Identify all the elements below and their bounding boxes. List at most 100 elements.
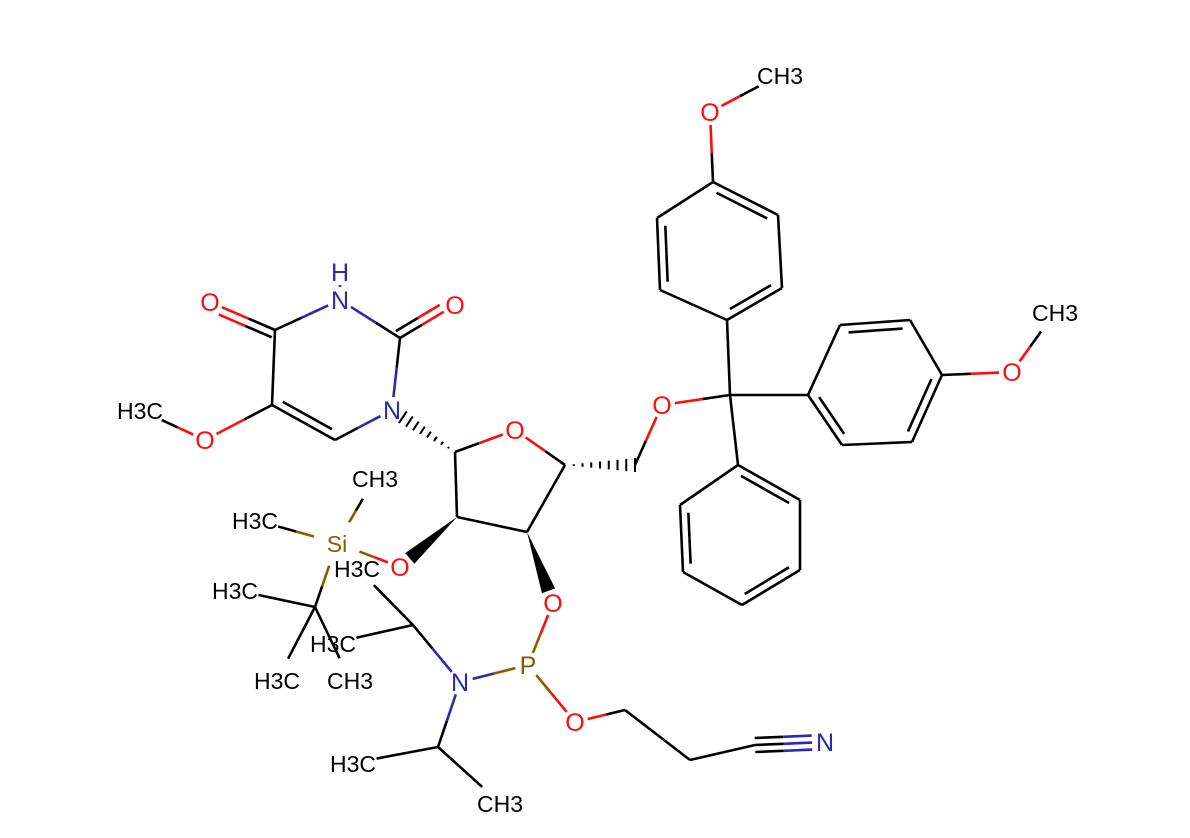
bond-A4-Cq [727, 357, 732, 396]
atom-label-O4u: O [200, 289, 219, 317]
bond-O5u-Me5 [176, 426, 194, 436]
bond-C5u-C6u-second [282, 400, 309, 417]
bond-A1-A2 [744, 197, 779, 217]
bond-C6-C1 [679, 483, 710, 507]
bond-C4u-O4u-second [218, 313, 246, 328]
bond-tC-tMe2 [300, 606, 317, 634]
bond-OMe1_O-A1 [709, 124, 714, 154]
bond-O2-Me2 [1029, 330, 1043, 348]
bond-O5-C5p [644, 416, 658, 442]
bond-B4-B5 [925, 374, 944, 410]
bond-Ca-Cb [624, 708, 659, 737]
bond-OMe1_O-A1 [710, 153, 715, 183]
bond-tC-tMe2 [286, 632, 303, 660]
bond-P-Op [550, 692, 568, 713]
atom-label-tMe1: H3C [212, 578, 258, 604]
bond-C4u-O4u [221, 305, 249, 320]
atom-label-N: N [451, 669, 469, 697]
bond-Cb-Cc [689, 751, 723, 762]
bond-A5-A6 [657, 253, 662, 291]
bond-C1p-N1-hash [412, 420, 420, 431]
bond-B2-B3-second [875, 327, 903, 332]
bond-tC-tMe1 [258, 593, 288, 603]
bond-B6-B1-second [818, 396, 833, 417]
bond-B4-B5 [910, 407, 929, 443]
bond-C3-C4 [770, 568, 801, 589]
bond-iC2-iMe3 [407, 745, 439, 755]
bond-C2p-C3p [456, 515, 493, 526]
bond-C1p-N1-hash [405, 415, 414, 428]
bond-B3-B4 [908, 319, 928, 349]
bond-iC1-iMe2 [384, 623, 414, 633]
bond-C1p-C2p [454, 484, 459, 518]
bond-C4u-O4u-second [244, 324, 273, 339]
bond-C5-C6-second [687, 512, 691, 539]
atom-label-SiMe2: H3C [232, 508, 278, 534]
bond-N-iC2 [436, 720, 449, 748]
bond-B3-B4 [924, 346, 944, 376]
bond-Cc-Nn-2 [783, 748, 813, 753]
atom-label-O3p: O [543, 590, 562, 618]
bond-C3-C4-second [766, 566, 790, 582]
atom-label-O5u: O [195, 427, 214, 455]
bond-C1p-N1-hash [433, 436, 438, 442]
bond-B2-B3 [874, 318, 911, 324]
bond-O4p-C1p [478, 433, 504, 445]
bond-C2p-C3p [491, 523, 528, 534]
bond-C3p-O3p-wedge [527, 532, 556, 594]
bond-Cb-Cc [722, 743, 756, 754]
bond-N3-C4u [274, 316, 303, 332]
atom-label-SiMe1: CH3 [352, 466, 398, 492]
bond-iC2-iMe4 [459, 765, 484, 788]
bond-A5-A6 [655, 217, 660, 255]
bond-B6-B1-second [830, 414, 846, 435]
bond-OMe1_C-OMe1_O [739, 85, 760, 98]
bond-iC1-iMe1 [372, 584, 395, 606]
bond-A4-A5 [659, 288, 695, 307]
bond-C1p-N1-hash [419, 426, 426, 435]
bond-Cc-Nn-3 [754, 735, 784, 740]
bond-B6-B1 [806, 394, 827, 421]
bond-Cq-C1 [732, 429, 740, 466]
bond-Cc-Nn-3 [783, 734, 812, 739]
atom-label-OMe1_C: CH3 [757, 63, 803, 89]
bond-A5-A6-second [664, 225, 668, 254]
bond-N-iC2 [445, 693, 458, 722]
bond-O3p-P [531, 633, 542, 654]
bond-C1p-N1-hash [426, 431, 432, 439]
bond-C5-C6-second [688, 538, 692, 564]
bond-C5u-O5u [215, 418, 245, 436]
bond-B4-B5-second [906, 404, 921, 432]
bond-C1-C2 [768, 481, 801, 502]
bond-A1-A2-second [741, 204, 768, 220]
bond-C1p-N1-hash [398, 410, 408, 424]
bond-C3-C4-second [744, 579, 768, 596]
atom-label-P: P [520, 652, 537, 680]
bond-A3-A4 [753, 286, 783, 306]
bond-C3-C4 [741, 586, 772, 607]
atom-label-tMe2: H3C [254, 668, 300, 694]
atom-label-Me2: CH3 [1032, 300, 1078, 326]
bond-C1p-N1-hash [447, 446, 450, 449]
atom-label-Op: O [565, 709, 584, 737]
bond-tC-tMe3 [326, 632, 341, 659]
atom-label-N3: N [331, 287, 349, 315]
atom-label-tMe3: CH3 [327, 668, 373, 694]
bond-C5u-C6u [271, 403, 305, 424]
atom-label-Nn: N [816, 729, 834, 757]
atom-label-OMe1_O: O [700, 99, 719, 127]
bond-O2p-Si [373, 555, 389, 564]
bond-Si-SiMe2 [295, 530, 315, 538]
bond-Cc-Nn [783, 741, 813, 746]
bond-B4-B5-second [918, 378, 933, 406]
bond-iC2-iMe3 [376, 751, 408, 760]
bond-Si-SiMe1 [354, 498, 365, 512]
atom-label-Si: Si [327, 531, 347, 557]
bond-C5u-C6u [302, 421, 336, 442]
bond-O4p-C1p [454, 442, 480, 454]
atom-label-O2p: O [390, 554, 409, 582]
bond-C1p-N1-hash [440, 441, 444, 446]
bond-Cq-O5 [674, 397, 703, 405]
bond-Cq-C1 [728, 394, 736, 431]
atom-label-iMe3: H3C [330, 751, 376, 777]
